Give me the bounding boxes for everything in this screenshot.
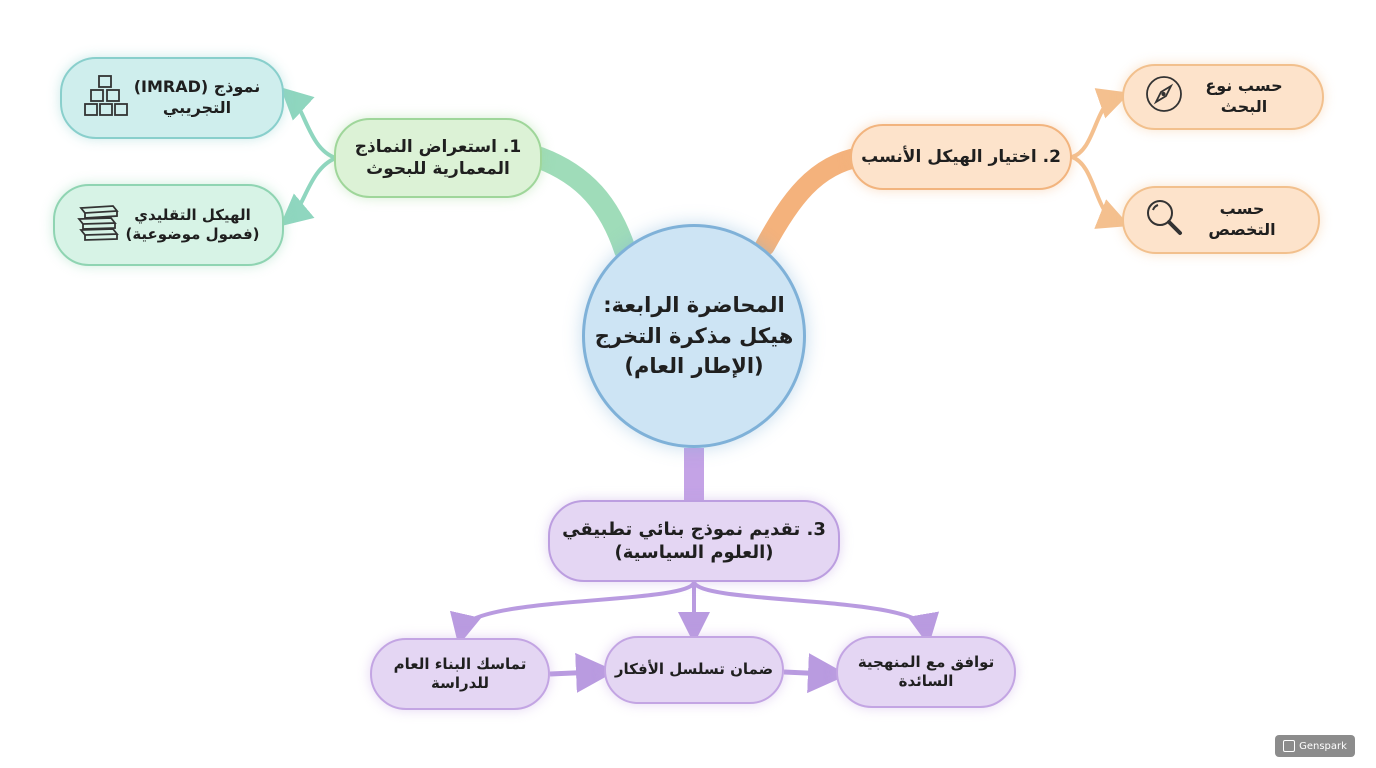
branch-3-line1: 3. تقديم نموذج بنائي تطبيقي bbox=[562, 518, 826, 540]
cohesion-line2: للدراسة bbox=[430, 674, 490, 692]
magnifier-icon bbox=[1144, 197, 1184, 243]
genspark-logo-icon bbox=[1283, 740, 1296, 752]
connector-branch3-child3 bbox=[692, 580, 939, 646]
compass-icon bbox=[1144, 74, 1184, 120]
watermark-label: Genspark bbox=[1299, 740, 1347, 752]
branch-3-child-methodology: توافق مع المنهجية السائدة bbox=[836, 636, 1016, 708]
branch-2-child-specialization: حسب التخصص bbox=[1122, 186, 1320, 254]
branch-1-child-imrad: نموذج (IMRAD) التجريبي bbox=[60, 57, 284, 139]
cohesion-line1: تماسك البناء العام bbox=[393, 654, 527, 673]
connector-branch2-child1 bbox=[1071, 88, 1131, 159]
branch-3-child-cohesion: تماسك البناء العام للدراسة bbox=[370, 638, 550, 710]
building-blocks-icon bbox=[82, 73, 130, 123]
branch-1-line1: 1. استعراض النماذج bbox=[354, 136, 522, 157]
connector-branch1-child1 bbox=[280, 87, 337, 160]
branch-1-line2: المعمارية للبحوث bbox=[366, 159, 510, 179]
genspark-watermark: Genspark bbox=[1275, 735, 1355, 757]
branch-1-child-traditional: الهيكل التقليدي (فصول موضوعية) bbox=[53, 184, 284, 266]
branch-1-architectural-models: 1. استعراض النماذج المعمارية للبحوث bbox=[334, 118, 542, 198]
branch-2-label: 2. اختيار الهيكل الأنسب bbox=[861, 146, 1061, 167]
flow-arrow-2 bbox=[783, 653, 848, 694]
methodology-line2: السائدة bbox=[898, 672, 954, 690]
connector-branch2-child2 bbox=[1071, 155, 1130, 229]
central-topic-line1: المحاضرة الرابعة: bbox=[603, 293, 785, 318]
specialization-label: حسب التخصص bbox=[1208, 199, 1276, 239]
imrad-line1: نموذج (IMRAD) bbox=[133, 77, 261, 97]
imrad-line2: التجريبي bbox=[162, 98, 232, 117]
methodology-line1: توافق مع المنهجية bbox=[857, 652, 995, 671]
branch-2-choose-structure: 2. اختيار الهيكل الأنسب bbox=[850, 124, 1072, 190]
sequence-line1: ضمان تسلسل الأفكار bbox=[614, 660, 774, 679]
connector-branch3-child1 bbox=[450, 580, 696, 646]
traditional-line2: (فصول موضوعية) bbox=[125, 225, 260, 243]
research-type-label: حسب نوع البحث bbox=[1205, 76, 1283, 116]
central-topic: المحاضرة الرابعة: هيكل مذكرة التخرج (الإ… bbox=[582, 224, 806, 448]
branch-2-child-research-type: حسب نوع البحث bbox=[1122, 64, 1324, 130]
branch-3-applied-model: 3. تقديم نموذج بنائي تطبيقي (العلوم السي… bbox=[548, 500, 840, 582]
stacked-books-icon bbox=[75, 202, 121, 248]
branch-3-line2: (العلوم السياسية) bbox=[614, 542, 774, 563]
connector-branch1-child2 bbox=[279, 156, 337, 227]
central-topic-line3: (الإطار العام) bbox=[624, 354, 764, 379]
flow-arrow-1 bbox=[549, 652, 616, 693]
connector-center-branch2 bbox=[755, 147, 870, 256]
branch-3-child-sequence: ضمان تسلسل الأفكار bbox=[604, 636, 784, 704]
traditional-line1: الهيكل التقليدي bbox=[134, 205, 251, 224]
central-topic-line2: هيكل مذكرة التخرج bbox=[594, 323, 794, 348]
connector-center-branch1 bbox=[529, 147, 636, 261]
